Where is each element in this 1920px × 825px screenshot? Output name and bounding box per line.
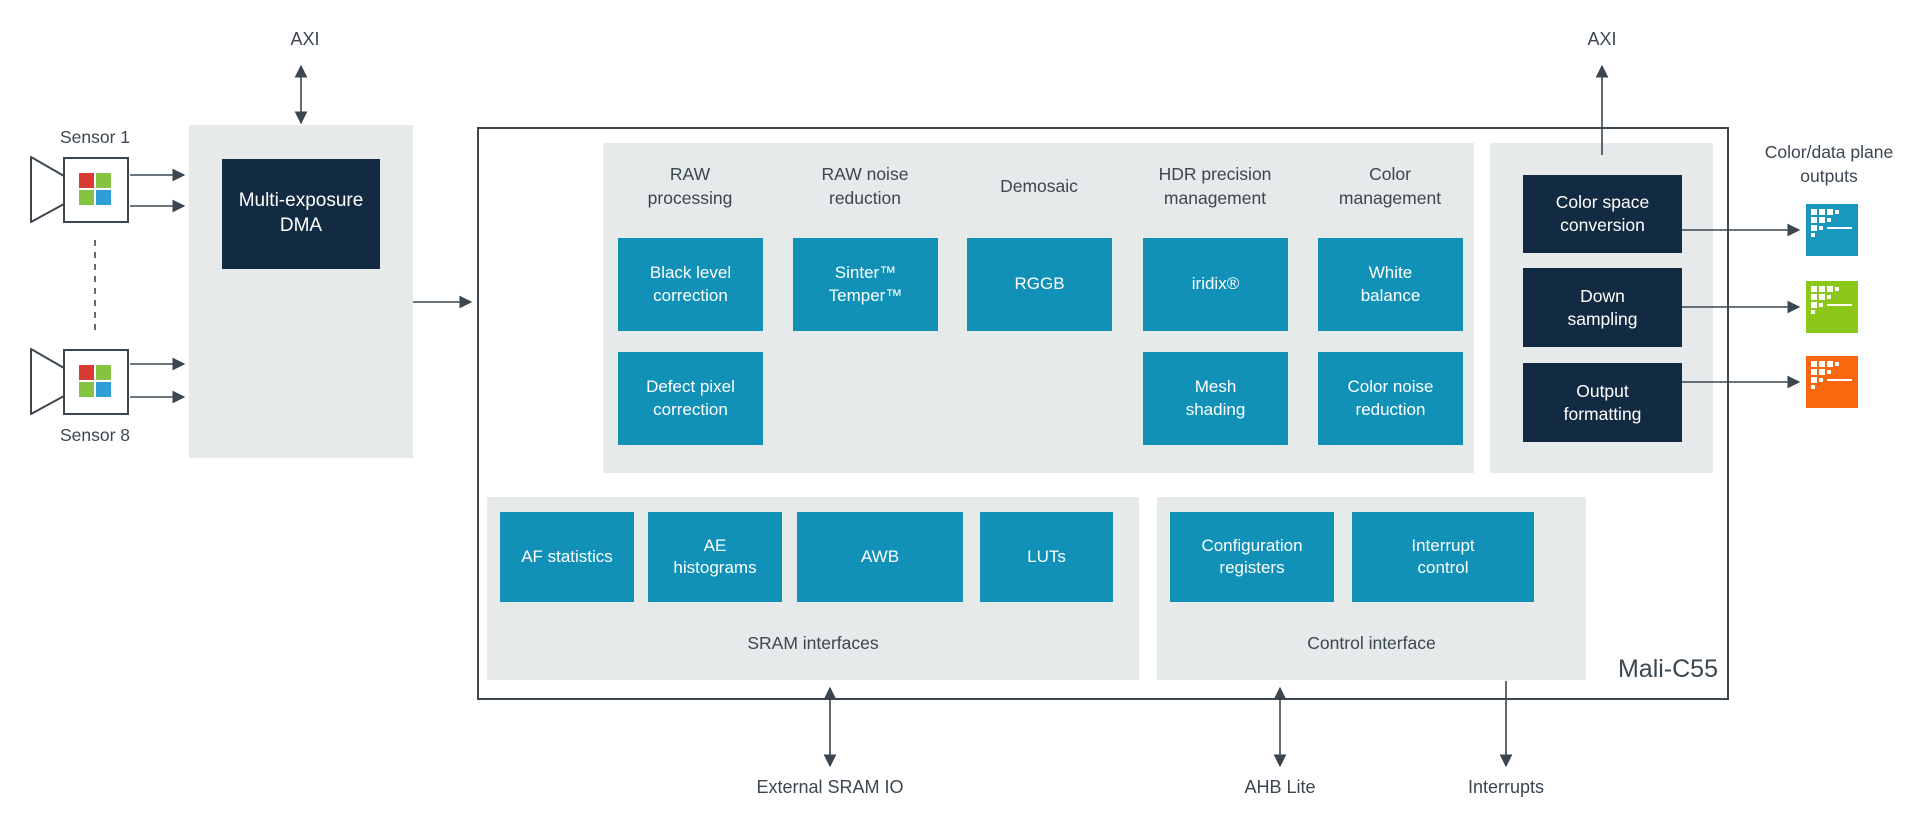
block-awb: AWB	[797, 512, 963, 602]
block-sinter-temper: Sinter™ Temper™	[793, 238, 938, 331]
block-ae-histograms: AE histograms	[648, 512, 782, 602]
block-text: Configuration registers	[1201, 535, 1303, 577]
mali-c55-boundary	[477, 127, 1729, 700]
ahb-lite-label: AHB Lite	[1244, 777, 1316, 797]
block-text: White balance	[1360, 263, 1421, 305]
block-configuration-registers: Configuration registers	[1170, 512, 1334, 602]
block-text: Color noise reduction	[1347, 377, 1434, 419]
control-interface-label: Control interface	[1307, 633, 1436, 653]
block-defect-pixel-correction: Defect pixel correction	[618, 352, 763, 445]
axi-top-right-label: AXI	[1587, 29, 1617, 49]
color-plane-blue-icon	[1806, 204, 1858, 256]
block-text: Down sampling	[1567, 285, 1638, 329]
multi-exposure-dma-label: Multi-exposure DMA	[238, 190, 364, 236]
color-plane-orange-icon	[1806, 356, 1858, 408]
block-output-formatting: Output formatting	[1523, 363, 1682, 442]
block-luts: LUTs	[980, 512, 1113, 602]
header-text: RAW noise reduction	[821, 164, 909, 208]
outputs-title-text: Color/data plane outputs	[1764, 142, 1894, 186]
block-text: Color space conversion	[1555, 192, 1650, 235]
block-text: Defect pixel correction	[646, 377, 735, 419]
pipeline-header-demosaic: Demosaic	[979, 156, 1099, 218]
sensor8-camera-icon	[30, 348, 129, 415]
interrupts-label: Interrupts	[1467, 777, 1545, 797]
pipeline-header-raw-processing: RAW processing	[635, 156, 745, 218]
sram-interfaces-label: SRAM interfaces	[747, 633, 879, 653]
multi-exposure-dma-box: Multi-exposure DMA	[222, 159, 380, 269]
block-text: iridix®	[1191, 274, 1240, 294]
header-text: RAW processing	[647, 164, 733, 208]
sensor8-label: Sensor 8	[59, 425, 131, 445]
block-mesh-shading: Mesh shading	[1143, 352, 1288, 445]
block-interrupt-control: Interrupt control	[1352, 512, 1534, 602]
header-text: HDR precision management	[1158, 164, 1272, 208]
block-text: Interrupt control	[1411, 535, 1475, 577]
block-color-space-conversion: Color space conversion	[1523, 175, 1682, 253]
sensor1-label: Sensor 1	[59, 127, 131, 147]
block-af-statistics: AF statistics	[500, 512, 634, 602]
block-text: AWB	[860, 546, 900, 566]
block-rggb: RGGB	[967, 238, 1112, 331]
mali-c55-chip-label: Mali-C55	[1617, 655, 1718, 683]
block-black-level-correction: Black level correction	[618, 238, 763, 331]
block-text: AE histograms	[673, 535, 757, 577]
block-text: Output formatting	[1563, 380, 1642, 424]
block-down-sampling: Down sampling	[1523, 268, 1682, 347]
pipeline-header-raw-noise-reduction: RAW noise reduction	[810, 156, 920, 218]
header-text: Demosaic	[1000, 176, 1078, 197]
block-iridix: iridix®	[1143, 238, 1288, 331]
block-text: Sinter™ Temper™	[828, 263, 903, 305]
block-text: Mesh shading	[1185, 377, 1246, 419]
pipeline-header-color-management: Color management	[1330, 156, 1450, 218]
block-text: AF statistics	[521, 546, 613, 566]
header-text: Color management	[1338, 164, 1442, 208]
axi-top-left-label: AXI	[290, 29, 320, 49]
pipeline-header-hdr-precision-management: HDR precision management	[1150, 156, 1280, 218]
block-text: LUTs	[1027, 546, 1066, 566]
sensor1-camera-icon	[30, 156, 129, 223]
block-text: Black level correction	[649, 263, 732, 305]
block-color-noise-reduction: Color noise reduction	[1318, 352, 1463, 445]
color-plane-green-icon	[1806, 281, 1858, 333]
block-text: RGGB	[1014, 274, 1065, 294]
external-sram-io-label: External SRAM IO	[756, 777, 904, 797]
color-data-plane-outputs-title: Color/data plane outputs	[1763, 138, 1895, 192]
block-white-balance: White balance	[1318, 238, 1463, 331]
